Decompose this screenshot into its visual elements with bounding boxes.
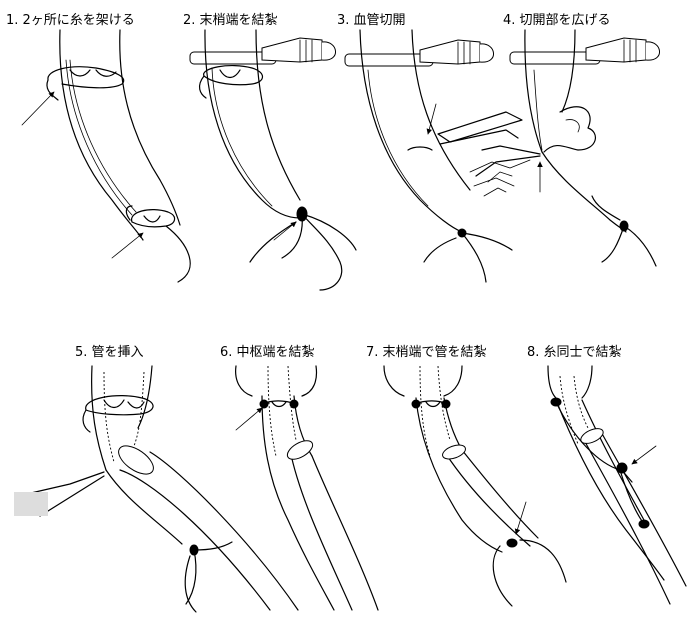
pointer-arrow (516, 502, 526, 534)
panel-step-6 (236, 366, 378, 610)
panel-step-8 (548, 366, 686, 604)
ligature-knot-lower (493, 539, 566, 606)
step-3-label: 3. 血管切開 (337, 13, 406, 28)
inserted-catheter (560, 376, 686, 604)
ligature-thread-lower (126, 206, 190, 282)
spreading-forceps (476, 146, 540, 196)
blood-vessel (236, 366, 334, 610)
forceps (190, 38, 336, 64)
panel-step-1 (22, 30, 190, 282)
panel-step-3 (345, 30, 530, 282)
ligature-knot-upper (412, 400, 450, 408)
step-2-label: 2. 末梢端を結紮 (183, 13, 278, 28)
panel-step-5 (14, 366, 298, 612)
ligature-knot (250, 207, 356, 290)
panel-step-2 (190, 30, 356, 290)
ligature-knot (424, 229, 512, 282)
step-6-label: 6. 中枢端を結紮 (220, 345, 315, 360)
ligature-knot (260, 400, 298, 408)
forceps (510, 38, 660, 64)
forceps (345, 40, 494, 66)
spreading-forceps (14, 472, 104, 516)
step-7-label: 7. 末梢端で管を結紮 (366, 345, 487, 360)
blood-vessel (384, 366, 502, 552)
step-5-label: 5. 管を挿入 (75, 345, 144, 360)
step-4-label: 4. 切開部を広げる (503, 13, 611, 28)
thread-tie (551, 398, 649, 528)
ligature-knot (185, 542, 232, 612)
pointer-arrow (274, 222, 296, 240)
incision-cut (408, 147, 432, 150)
blood-vessel (60, 30, 180, 240)
pointer-arrow-lower (112, 233, 143, 258)
inserted-catheter (268, 366, 378, 610)
blood-vessel (548, 366, 664, 580)
panel-step-4 (476, 30, 660, 266)
opened-vessel-flap (544, 107, 595, 152)
pointer-arrow-upper (22, 92, 54, 125)
pointer-arrow (632, 446, 656, 464)
ligature-knot (592, 196, 656, 266)
step-8-label: 8. 糸同士で結紮 (527, 345, 622, 360)
pointer-arrow (236, 408, 262, 430)
ligature-thread-upper (200, 66, 263, 98)
panel-step-7 (384, 366, 566, 606)
ligature-thread-upper (47, 67, 124, 100)
step-1-label: 1. 2ヶ所に糸を架ける (6, 13, 135, 28)
